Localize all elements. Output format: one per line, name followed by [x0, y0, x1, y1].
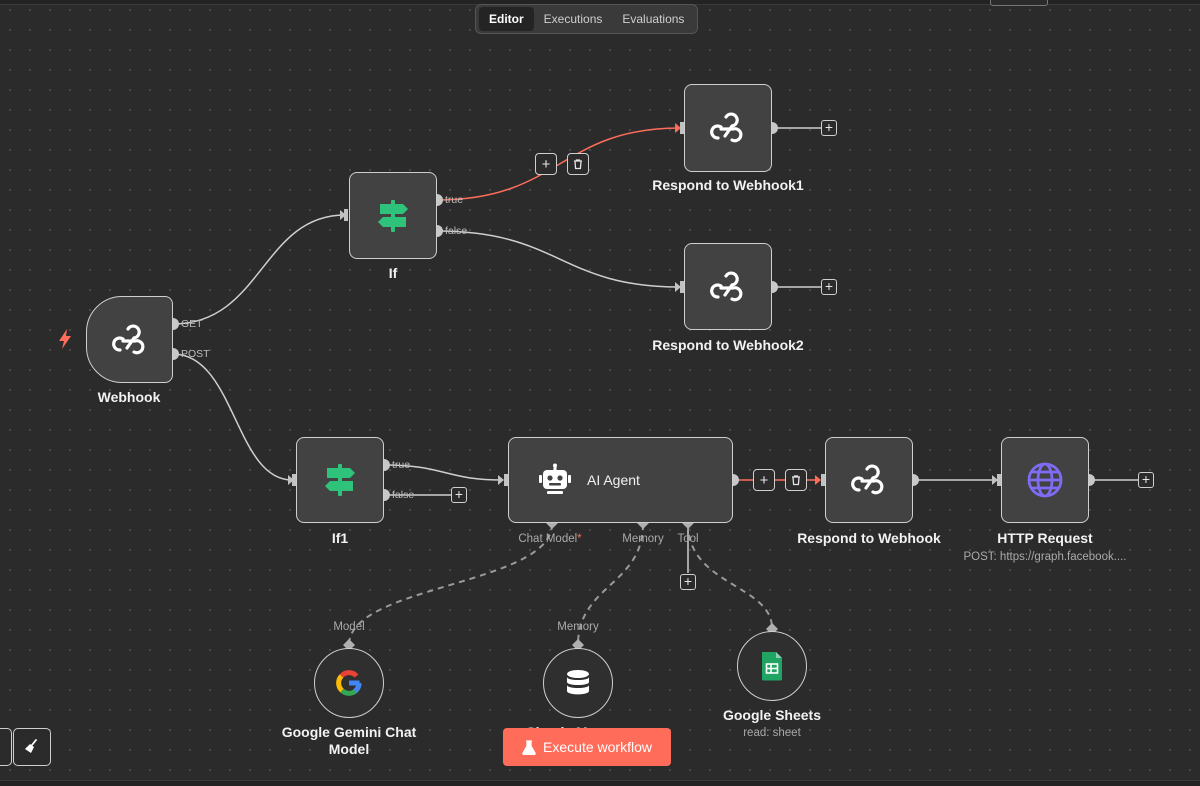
- tidy-up-button[interactable]: [13, 728, 51, 766]
- node-ai-agent-label: AI Agent: [587, 472, 640, 488]
- arrow-respond2-in: [675, 282, 681, 292]
- node-google-sheets[interactable]: [737, 631, 807, 701]
- arrow-http-in: [992, 475, 998, 485]
- execute-workflow-label: Execute workflow: [543, 739, 652, 755]
- output-label-if-false: false: [445, 225, 468, 237]
- input-port-respond2[interactable]: [680, 281, 684, 293]
- edge-if-true-respond1[interactable]: [436, 127, 681, 201]
- node-google-gemini-chat-model[interactable]: [314, 648, 384, 718]
- node-if1[interactable]: [296, 437, 384, 523]
- input-port-respond[interactable]: [821, 474, 825, 486]
- broom-icon: [25, 739, 37, 753]
- node-webhook-label: Webhook: [97, 389, 161, 405]
- edge-memory-simple[interactable]: [577, 523, 644, 646]
- input-label-memory: Memory: [622, 533, 664, 545]
- tab-editor[interactable]: Editor: [479, 7, 534, 31]
- edge-if-false-respond2[interactable]: [436, 230, 681, 288]
- input-port-agent[interactable]: [504, 474, 508, 486]
- tab-evaluations[interactable]: Evaluations: [622, 12, 685, 26]
- webhook-icon: [111, 323, 144, 354]
- arrow-if1-in: [288, 475, 294, 485]
- signpost-icon: [325, 464, 355, 496]
- node-http-request[interactable]: [1001, 437, 1089, 523]
- arrow-respond-in: [815, 475, 821, 485]
- handle-label-model: Model: [333, 621, 365, 633]
- node-respond-to-webhook2[interactable]: [684, 243, 772, 330]
- globe-icon: [1027, 462, 1063, 498]
- canvas-tool-button-left[interactable]: [0, 728, 12, 766]
- webhook-icon: [710, 270, 743, 301]
- node-respond-to-webhook[interactable]: [825, 437, 913, 523]
- node-ai-agent[interactable]: AI Agent: [508, 437, 733, 523]
- output-label-if1-false: false: [392, 489, 415, 501]
- trigger-bolt-icon: [59, 329, 71, 349]
- node-if-label: If: [388, 265, 398, 281]
- add-tool-button[interactable]: +: [680, 574, 696, 590]
- signpost-icon: [378, 199, 408, 232]
- arrow-respond1-in: [675, 123, 681, 133]
- edge-chatmodel-gemini[interactable]: [348, 523, 553, 646]
- node-if[interactable]: [349, 172, 437, 259]
- delete-connection-button-2[interactable]: [785, 469, 807, 491]
- arrow-agent-in: [498, 475, 504, 485]
- node-sheets-label: Google Sheets: [722, 707, 822, 723]
- tab-executions[interactable]: Executions: [543, 12, 603, 26]
- top-right-button[interactable]: [990, 0, 1048, 6]
- trash-icon: [574, 159, 582, 170]
- google-icon: [336, 670, 362, 696]
- trash-icon: [792, 475, 800, 486]
- node-webhook[interactable]: [86, 296, 173, 383]
- delete-connection-button[interactable]: [567, 153, 589, 175]
- insert-node-button-2[interactable]: +: [753, 469, 775, 491]
- node-respond2-label: Respond to Webhook2: [652, 337, 804, 353]
- webhook-icon: [851, 464, 884, 495]
- output-label-if1-true: true: [392, 459, 411, 471]
- input-port-respond1[interactable]: [680, 122, 684, 134]
- output-label-get: GET: [181, 318, 203, 330]
- add-node-after-respond1-button[interactable]: +: [821, 120, 837, 136]
- input-label-chat-model: Chat Model*: [518, 533, 582, 545]
- flask-icon: [522, 739, 536, 755]
- input-port-if[interactable]: [344, 209, 348, 221]
- insert-node-button[interactable]: +: [535, 153, 557, 175]
- node-respond-label: Respond to Webhook: [797, 530, 941, 546]
- node-http-subtitle: POST: https://graph.facebook....: [963, 551, 1127, 563]
- input-label-tool: Tool: [677, 533, 699, 545]
- node-sheets-subtitle: read: sheet: [743, 727, 801, 739]
- edge-webhook-get-if[interactable]: [172, 214, 346, 325]
- edge-tool-sheets[interactable]: [687, 523, 773, 629]
- node-if1-label: If1: [331, 530, 349, 546]
- database-icon: [567, 670, 589, 695]
- node-respond1-label: Respond to Webhook1: [652, 177, 804, 193]
- input-port-http[interactable]: [997, 474, 1001, 486]
- handle-label-memory: Memory: [557, 621, 599, 633]
- node-http-label: HTTP Request: [997, 530, 1093, 546]
- execute-workflow-button[interactable]: Execute workflow: [503, 728, 671, 766]
- add-node-after-if1-false-button[interactable]: +: [451, 487, 467, 503]
- node-simple-memory[interactable]: [543, 648, 613, 718]
- bottom-bar: [0, 780, 1200, 786]
- edge-if1-true-agent[interactable]: [383, 464, 504, 481]
- view-tabs: Editor Executions Evaluations: [475, 4, 699, 34]
- add-node-after-respond2-button[interactable]: +: [821, 279, 837, 295]
- edge-webhook-post-if1[interactable]: [172, 353, 293, 481]
- add-node-after-http-button[interactable]: +: [1138, 472, 1154, 488]
- arrow-if-in: [340, 210, 346, 220]
- webhook-icon: [710, 112, 743, 143]
- robot-icon: [539, 463, 571, 494]
- input-port-if1[interactable]: [292, 474, 296, 486]
- node-respond-to-webhook1[interactable]: [684, 84, 772, 172]
- sheets-icon: [762, 652, 782, 681]
- output-label-if-true: true: [445, 194, 464, 206]
- output-label-post: POST: [181, 348, 210, 360]
